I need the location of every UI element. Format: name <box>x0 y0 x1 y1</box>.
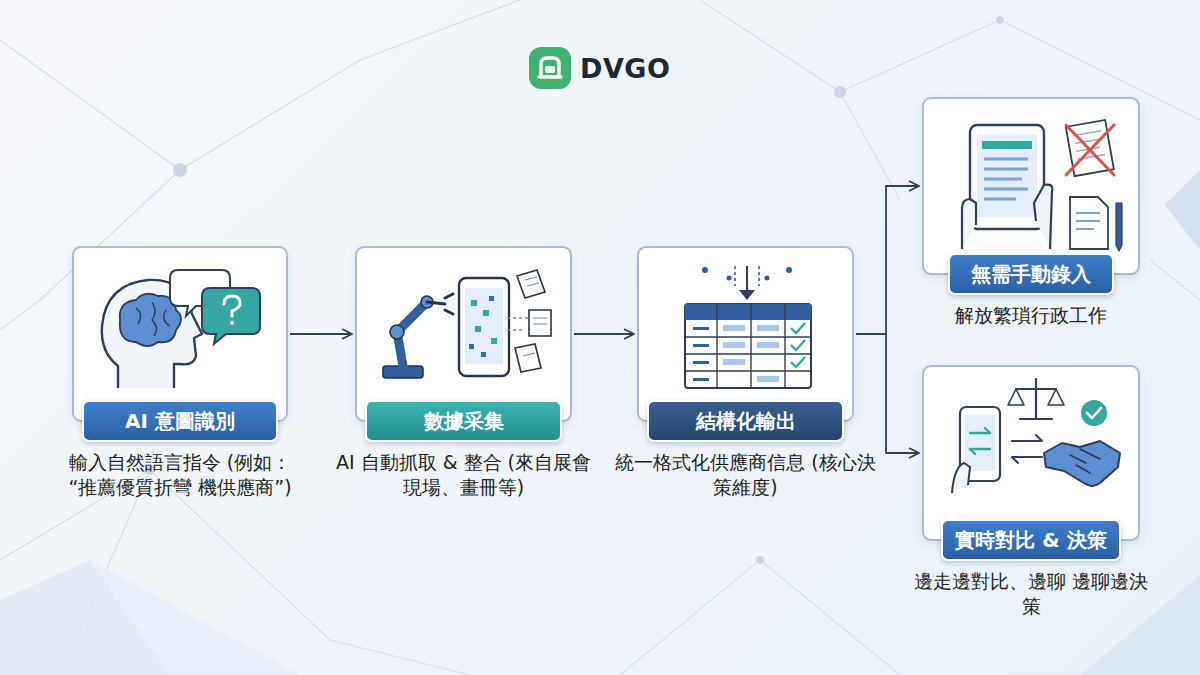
flow-arrow <box>574 333 634 335</box>
intent-icon <box>74 248 290 424</box>
step-label-pill: 結構化輸出 <box>647 400 844 442</box>
flow-arrow <box>290 333 352 335</box>
step-caption: 邊走邊對比、邊聊 邊聊邊決策 <box>906 569 1156 619</box>
process-card: 統一格式化供應商信息 (核心決策維度)結構化輸出 <box>637 246 854 422</box>
step-label: 結構化輸出 <box>686 408 806 435</box>
step-caption: 輸入自然語言指令 (例如：“推薦優質折彎 機供應商”) <box>55 450 305 500</box>
flow-arrow <box>856 334 919 453</box>
process-card: 輸入自然語言指令 (例如：“推薦優質折彎 機供應商”)AI 意圖識別 <box>72 246 288 422</box>
compare-icon <box>924 367 1142 543</box>
no-entry-icon <box>924 99 1142 277</box>
step-label-pill: 實時對比 & 決策 <box>941 519 1120 561</box>
step-label: 無需手動錄入 <box>961 261 1101 288</box>
process-card: 邊走邊對比、邊聊 邊聊邊決策實時對比 & 決策 <box>922 365 1140 541</box>
step-label: 實時對比 & 決策 <box>945 527 1116 554</box>
step-label-pill: 無需手動錄入 <box>948 253 1114 295</box>
step-caption: AI 自動抓取 & 整合 (來自展會現場、畫冊等) <box>333 450 595 500</box>
collect-icon <box>357 248 574 424</box>
logo-text: DVGO <box>580 53 670 84</box>
step-label: AI 意圖識別 <box>115 408 245 435</box>
step-label-pill: 數據采集 <box>365 400 562 442</box>
step-caption: 統一格式化供應商信息 (核心決策維度) <box>615 450 877 500</box>
brand-logo: DVGO <box>528 46 670 90</box>
step-label: 數據采集 <box>414 408 514 435</box>
process-card: 解放繁瑣行政工作無需手動錄入 <box>922 97 1140 275</box>
step-caption: 解放繁瑣行政工作 <box>906 303 1156 328</box>
table-icon <box>639 248 856 424</box>
logo-icon <box>528 46 572 90</box>
step-label-pill: AI 意圖識別 <box>82 400 278 442</box>
process-card: AI 自動抓取 & 整合 (來自展會現場、畫冊等)數據采集 <box>355 246 572 422</box>
flow-arrow <box>856 186 919 334</box>
